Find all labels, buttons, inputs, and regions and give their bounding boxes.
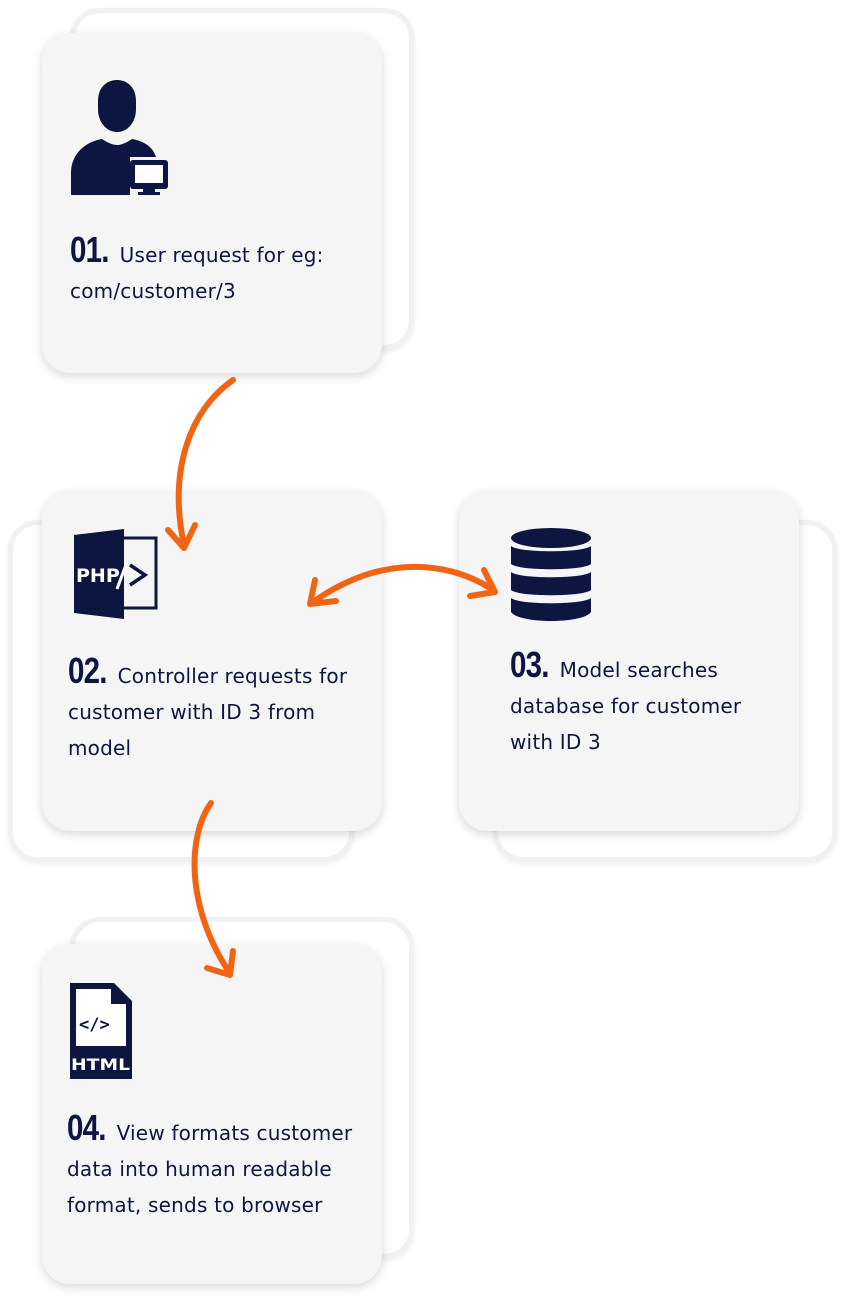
php-icon-label: PHP — [76, 565, 120, 587]
step-4-text: View formats customer data into human re… — [67, 1121, 353, 1217]
step-1-description: 01. User request for eg: com/customer/3 — [70, 232, 370, 309]
php-file-icon: PHP — [74, 529, 158, 619]
step-2-text: Controller requests for customer with ID… — [68, 664, 348, 760]
user-computer-icon — [71, 80, 168, 195]
step-1-number: 01. — [70, 229, 109, 270]
html-icon-label: HTML — [71, 1055, 130, 1074]
step-1-card: 01. User request for eg: com/customer/3 — [42, 33, 382, 373]
step-4-description: 04. View formats customer data into huma… — [67, 1110, 367, 1223]
step-1-text: User request for eg: com/customer/3 — [70, 243, 324, 303]
step-2-card: PHP 02. Controller requests for customer… — [42, 491, 382, 831]
code-icon-glyph: </> — [79, 1015, 110, 1035]
database-icon — [511, 528, 591, 621]
html-file-icon: </> HTML — [70, 983, 132, 1079]
step-4-card: </> HTML 04. View formats customer data … — [42, 944, 382, 1284]
step-3-text: Model searches database for customer wit… — [510, 658, 742, 754]
step-3-description: 03. Model searches database for customer… — [510, 647, 780, 760]
step-2-number: 02. — [68, 650, 107, 691]
step-3-card: 03. Model searches database for customer… — [459, 491, 799, 831]
step-4-number: 04. — [67, 1107, 106, 1148]
step-3-number: 03. — [510, 644, 549, 685]
step-2-description: 02. Controller requests for customer wit… — [68, 653, 368, 766]
